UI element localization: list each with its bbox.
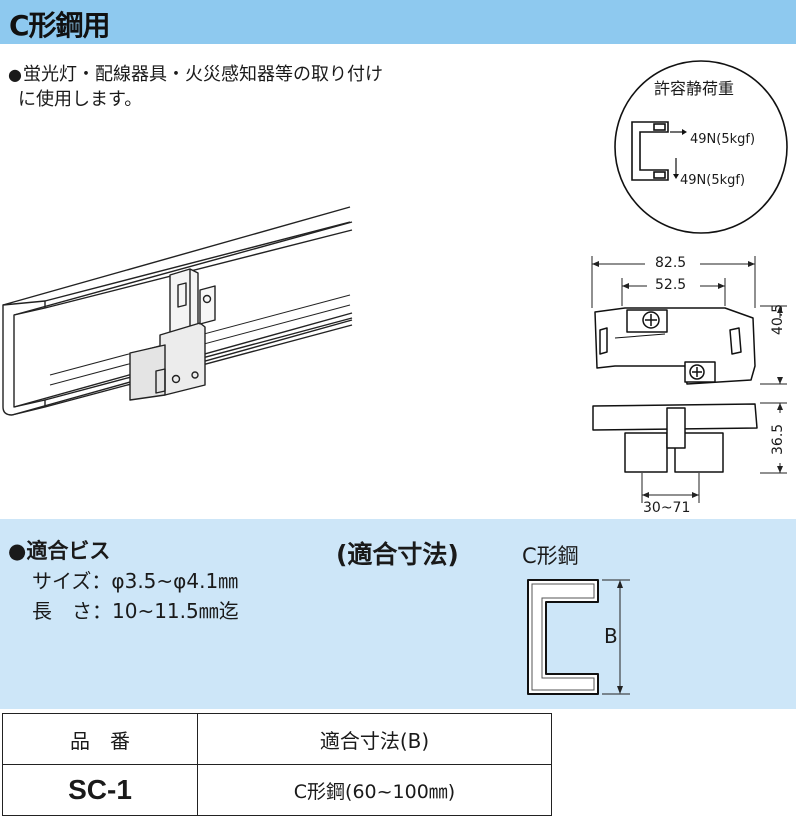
load-horizontal: 49N(5kgf) [690, 132, 756, 147]
bullet-icon: ● [8, 65, 22, 84]
header-model: 品 番 [2, 713, 198, 765]
load-title: 許容静荷重 [654, 79, 735, 98]
header-size: 適合寸法(B) [197, 713, 552, 765]
dim-inner-width: 52.5 [655, 277, 687, 293]
product-illustration [2, 206, 353, 416]
c-channel-diagram [527, 579, 630, 695]
c-channel-dim-b: B [604, 624, 618, 648]
spec-size: サイズ：φ3.5~φ4.1㎜ [32, 569, 239, 593]
parts-table: 品 番 適合寸法(B) SC-1 C形鋼(60~100㎜) [2, 713, 552, 816]
fit-title: (適合寸法) [336, 540, 459, 569]
table-row: SC-1 C形鋼(60~100㎜) [2, 764, 552, 816]
feature-line-2: に使用します。 [18, 89, 143, 110]
page-title: C形鋼用 [9, 9, 111, 42]
size-cell: C形鋼(60~100㎜) [197, 764, 552, 816]
model-cell: SC-1 [2, 764, 198, 816]
spec-panel [0, 519, 796, 709]
load-diagram [614, 60, 788, 234]
feature-line-1: ●蛍光灯・配線器具・火災感知器等の取り付け [8, 64, 383, 85]
dim-depth: 36.5 [770, 423, 786, 455]
dim-range: 30~71 [643, 500, 691, 516]
dim-height: 40.5 [770, 303, 786, 335]
header-band [0, 0, 796, 44]
table-header-row: 品 番 適合寸法(B) [2, 713, 552, 765]
spec-length: 長 さ：10~11.5㎜迄 [32, 599, 239, 623]
load-vertical: 49N(5kgf) [680, 173, 746, 188]
dim-overall-width: 82.5 [655, 255, 687, 271]
dimension-drawing [591, 256, 787, 503]
feature-description: ●蛍光灯・配線器具・火災感知器等の取り付け に使用します。 [8, 62, 498, 112]
spec-title: ●適合ビス [8, 539, 111, 563]
c-channel-label: C形鋼 [522, 544, 579, 568]
